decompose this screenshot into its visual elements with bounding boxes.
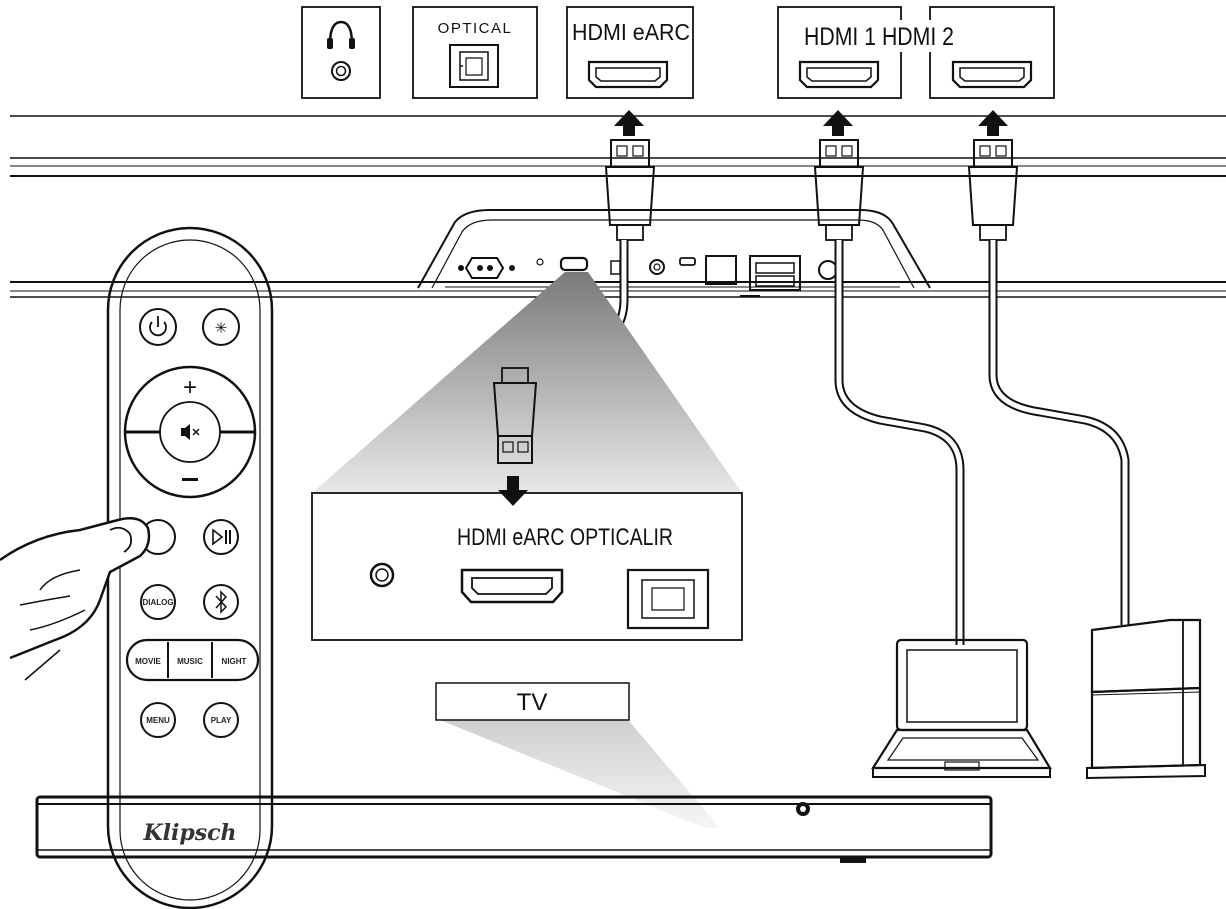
hdmi-earc-label: HDMI eARC	[572, 19, 690, 45]
power-icon	[149, 316, 167, 337]
music-button[interactable]: MUSIC	[177, 657, 203, 666]
svg-text:DIALOG: DIALOG	[142, 598, 173, 607]
menu-button[interactable]: MENU	[140, 702, 176, 738]
tv-label: TV	[517, 689, 548, 716]
tv-label-box: TV	[435, 682, 630, 721]
bay-audio-jack	[649, 259, 665, 275]
top-port-panel: OPTICAL HDMI eARC	[301, 6, 1055, 99]
bay-optical-port	[705, 255, 737, 285]
hand-pressing-icon	[0, 517, 151, 681]
remote-brand-logo: Klipsch	[143, 820, 237, 846]
soundbar-logo-icon	[796, 802, 810, 816]
laptop-icon	[871, 638, 1052, 778]
audio-jack-icon	[331, 61, 351, 81]
remote-control: ✳ +	[106, 226, 274, 909]
hdmi-2-port-box	[929, 6, 1055, 99]
bay-hdmi-earc-port	[559, 256, 589, 272]
hdmi-1-hdmi-2-label: HDMI 1 HDMI 2	[804, 23, 954, 51]
movie-button[interactable]: MOVIE	[135, 657, 161, 666]
tv-ir-beam	[440, 720, 720, 828]
headphone-icon	[327, 20, 355, 49]
hdmi-1-port-box	[777, 6, 902, 99]
reset-pinhole	[536, 258, 544, 266]
bay-knob	[818, 260, 838, 280]
arrow-up-hdmi2	[978, 110, 1008, 136]
sound-mode-buttons: MOVIE MUSIC NIGHT	[125, 638, 260, 682]
hdmi-port-icon	[798, 60, 880, 89]
soundbar-rear	[10, 115, 1226, 298]
bluetooth-button[interactable]	[203, 584, 239, 620]
optical-port-box: OPTICAL	[412, 6, 538, 99]
arrow-up-earc	[614, 110, 644, 136]
optical-label: OPTICAL	[438, 20, 513, 37]
power-inlet-icon	[458, 257, 515, 279]
game-console-icon	[1086, 618, 1206, 780]
connector-bay	[417, 209, 931, 297]
inset-port-label: HDMI eARC OPTICALIR	[457, 524, 673, 551]
hdmi-cable-hdmi1	[813, 139, 965, 645]
mute-icon	[181, 424, 200, 440]
bluetooth-icon	[215, 590, 228, 614]
play-pause-button[interactable]	[203, 519, 239, 555]
headphone-port-box	[301, 6, 381, 99]
bay-switch	[610, 260, 621, 275]
volume-down-icon	[182, 478, 198, 481]
tv-connection-inset: HDMI eARC OPTICALIR	[311, 492, 743, 641]
hdmi-earc-port-box: HDMI eARC	[566, 6, 694, 99]
bay-hdmi-ports	[740, 255, 801, 297]
svg-text:MENU: MENU	[146, 716, 170, 725]
mode-button-dialog[interactable]: DIALOG	[140, 584, 176, 620]
play-pause-icon	[212, 528, 231, 546]
brightness-icon: ✳	[215, 320, 228, 337]
hdmi-cable-hdmi2	[967, 139, 1130, 625]
bay-usb-port	[679, 257, 696, 266]
volume-ring[interactable]: +	[123, 365, 257, 499]
hdmi-plug-lower	[492, 367, 538, 464]
power-button[interactable]	[139, 308, 177, 346]
soundbar-front	[35, 795, 993, 863]
hdmi-port-icon	[587, 60, 669, 89]
optical-port-icon	[626, 568, 710, 630]
hdmi-port-icon	[460, 568, 564, 604]
night-button[interactable]: NIGHT	[222, 657, 247, 666]
brightness-button[interactable]: ✳	[202, 308, 240, 346]
volume-up-icon: +	[183, 374, 197, 401]
arrow-down-earc	[498, 476, 528, 506]
arrow-up-hdmi1	[823, 110, 853, 136]
optical-port-icon	[449, 44, 499, 88]
svg-text:PLAY: PLAY	[211, 716, 232, 725]
hdmi-port-icon	[951, 60, 1033, 89]
play-button[interactable]: PLAY	[203, 702, 239, 738]
ir-sensor-icon	[369, 562, 395, 588]
